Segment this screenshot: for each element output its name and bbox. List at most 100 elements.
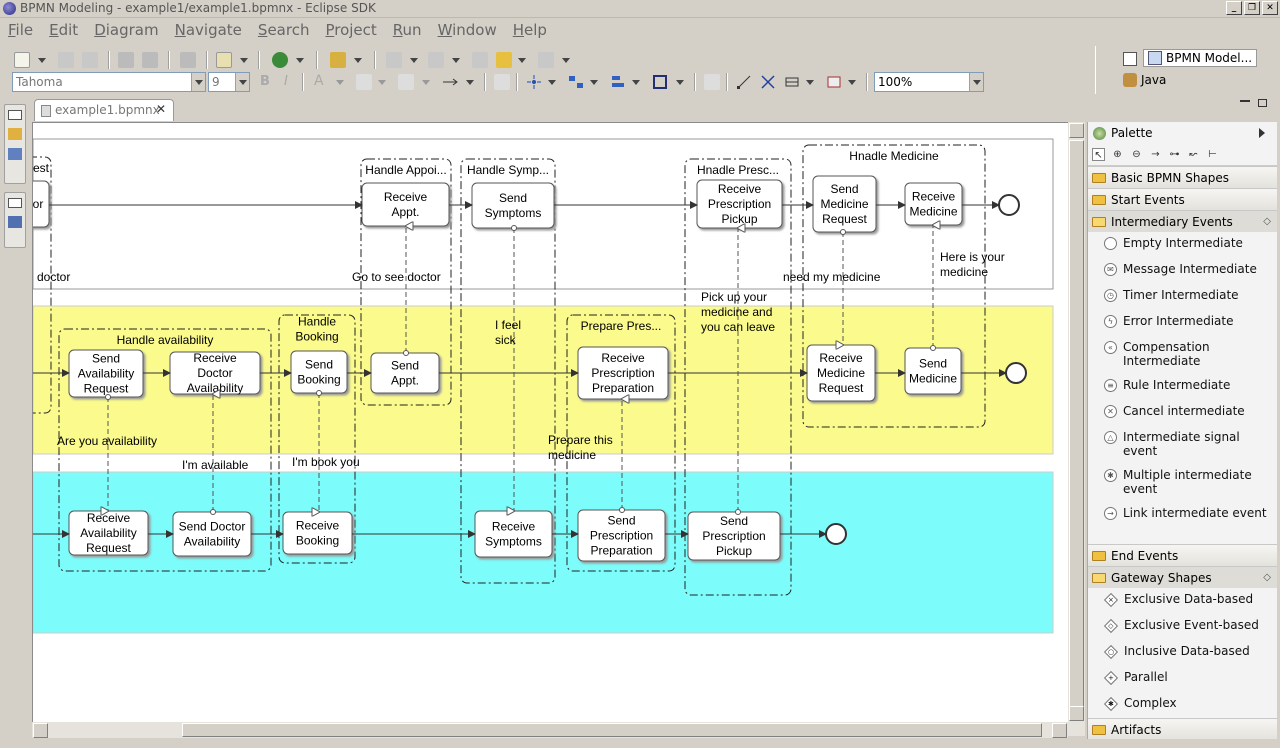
collapse-palette-icon[interactable] [1259,128,1265,138]
new-icon[interactable] [14,52,30,68]
drawer-end-events[interactable]: End Events [1088,544,1277,566]
hierarchy-icon[interactable] [8,216,22,228]
apply-appearance-icon[interactable] [494,74,510,90]
annotation-prev-icon[interactable] [428,52,444,68]
copy-view-icon[interactable] [142,52,158,68]
menu-help[interactable]: Help [512,21,547,39]
select-tool-icon[interactable]: ↖ [1092,148,1105,161]
scroll-right-button[interactable] [1052,723,1067,738]
line-dropdown-icon[interactable] [422,80,430,85]
font-color-dropdown-icon[interactable] [336,80,344,85]
sequence-flow-icon[interactable]: → [1151,149,1160,160]
horizontal-scrollbar[interactable] [32,722,1068,738]
select-all-icon[interactable] [526,74,542,90]
close-button[interactable]: ✕ [1262,1,1278,15]
annotation-next-dropdown-icon[interactable] [410,58,418,63]
end-event[interactable] [998,194,1020,216]
font-color-button[interactable]: A [314,73,324,89]
palette-item[interactable]: ✉Message Intermediate [1088,258,1277,284]
menu-window[interactable]: Window [437,21,497,39]
note-attachment-icon[interactable]: ⊢ [1208,149,1217,160]
perspective-java[interactable]: Java [1123,73,1166,87]
maximize-editor-icon[interactable] [1258,99,1267,107]
back-icon[interactable] [496,52,512,68]
align-dropdown-icon[interactable] [632,80,640,85]
subprocess-box[interactable] [566,314,676,572]
palette-item[interactable]: ◇Exclusive Event-based [1088,614,1277,640]
print-icon[interactable] [82,52,98,68]
palette-item[interactable]: ✕Cancel intermediate [1088,400,1277,426]
palette-item[interactable]: «Compensation Intermediate [1088,336,1277,374]
properties-dropdown-icon[interactable] [848,80,856,85]
open-perspective-icon[interactable] [1123,52,1137,66]
association-icon[interactable]: ↜ [1189,149,1198,160]
palette-item[interactable]: △Intermediate signal event [1088,426,1277,464]
minimize-button[interactable]: _ [1226,1,1242,15]
line-width-icon[interactable] [784,74,800,90]
menu-run[interactable]: Run [392,21,422,39]
scroll-down-button[interactable] [1069,706,1084,721]
palette-item[interactable]: Empty Intermediate [1088,232,1277,258]
run-dropdown-icon[interactable] [296,58,304,63]
end-event[interactable] [825,523,847,545]
drawer-basic-bpmn-shapes[interactable]: Basic BPMN Shapes [1088,166,1277,188]
zoom-select[interactable]: 100% [874,72,984,92]
message-flow-icon[interactable]: ⊶ [1169,149,1180,160]
fill-dropdown-icon[interactable] [378,80,386,85]
menu-edit[interactable]: Edit [49,21,79,39]
drawer-start-events[interactable]: Start Events [1088,188,1277,210]
palette-item[interactable]: ○Inclusive Data-based [1088,640,1277,666]
edit-pen-icon[interactable] [330,52,346,68]
line-style-icon[interactable] [442,74,458,90]
properties-icon[interactable] [826,74,842,90]
pin-icon[interactable]: ◇ [1263,572,1271,583]
route-icon[interactable] [736,74,752,90]
close-icon[interactable]: ✕ [156,102,167,116]
bold-button[interactable]: B [260,74,270,89]
new-wizard-icon[interactable] [216,52,232,68]
align-icon[interactable] [610,74,626,90]
arrange-dropdown-icon[interactable] [590,80,598,85]
chevron-down-icon[interactable] [191,73,205,91]
pin-icon[interactable]: ◇ [1263,216,1271,227]
palette-item[interactable]: →Link intermediate event [1088,502,1277,540]
palette-item[interactable]: ≡Rule Intermediate [1088,374,1277,400]
menu-navigate[interactable]: Navigate [174,21,242,39]
line-style-dropdown-icon[interactable] [466,80,474,85]
zoom-out-icon[interactable]: ⊖ [1132,149,1141,160]
restore-view-icon[interactable] [8,110,22,120]
wizard-dropdown-icon[interactable] [240,58,248,63]
restore-view-icon[interactable] [8,198,22,208]
subprocess-box[interactable] [33,156,52,414]
subprocess-box[interactable] [684,158,792,596]
line-color-icon[interactable] [398,74,414,90]
annotation-prev-dropdown-icon[interactable] [452,58,460,63]
horizontal-scroll-thumb[interactable] [182,723,1042,737]
tab-example1-bpmnx[interactable]: example1.bpmnx ✕ [34,99,174,121]
vertical-scrollbar[interactable] [1068,122,1085,736]
fill-color-icon[interactable] [356,74,372,90]
forward-icon[interactable] [538,52,554,68]
subprocess-box[interactable] [360,158,452,406]
font-size-select[interactable]: 9 [208,72,250,92]
chevron-down-icon[interactable] [969,73,983,91]
end-event[interactable] [1005,362,1027,384]
run-icon[interactable] [272,52,288,68]
size-dropdown-icon[interactable] [676,80,684,85]
menu-project[interactable]: Project [325,21,377,39]
subprocess-box[interactable] [802,144,986,428]
last-edit-icon[interactable] [472,52,488,68]
annotation-next-icon[interactable] [386,52,402,68]
outline-icon[interactable] [8,148,22,160]
subprocess-box[interactable] [278,314,356,564]
restore-button[interactable]: ❐ [1244,1,1260,15]
palette-item[interactable]: ◷Timer Intermediate [1088,284,1277,310]
select-dropdown-icon[interactable] [548,80,556,85]
size-icon[interactable] [652,74,668,90]
chevron-down-icon[interactable] [235,73,249,91]
package-explorer-icon[interactable] [8,128,22,140]
layout-icon[interactable] [118,52,134,68]
perspective-bpmn[interactable]: BPMN Model... [1143,49,1258,67]
scroll-left-button[interactable] [33,723,48,738]
